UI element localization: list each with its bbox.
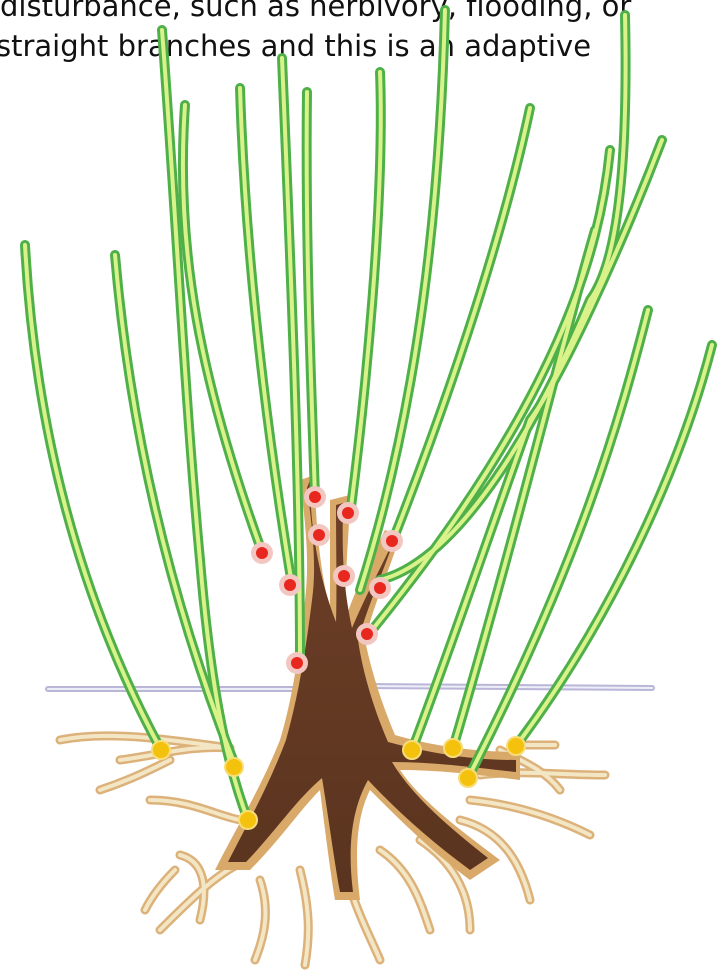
dormant-bud-icon <box>333 565 355 587</box>
dormant-bud-icon <box>381 530 403 552</box>
dormant-bud-icon <box>304 486 326 508</box>
root-node-icon <box>507 737 525 755</box>
dormant-bud-icon <box>369 577 391 599</box>
dormant-bud-icon <box>356 623 378 645</box>
root-node-icon <box>239 811 257 829</box>
root-node-icon <box>225 758 243 776</box>
dormant-bud-icon <box>286 652 308 674</box>
dormant-bud-icon <box>337 502 359 524</box>
root-node-icon <box>459 769 477 787</box>
dormant-bud-icon <box>251 542 273 564</box>
root-node-icon <box>152 741 170 759</box>
dormant-bud-icon <box>279 574 301 596</box>
root-node-icon <box>403 741 421 759</box>
dormant-bud-icon <box>308 524 330 546</box>
root-node-icon <box>444 739 462 757</box>
